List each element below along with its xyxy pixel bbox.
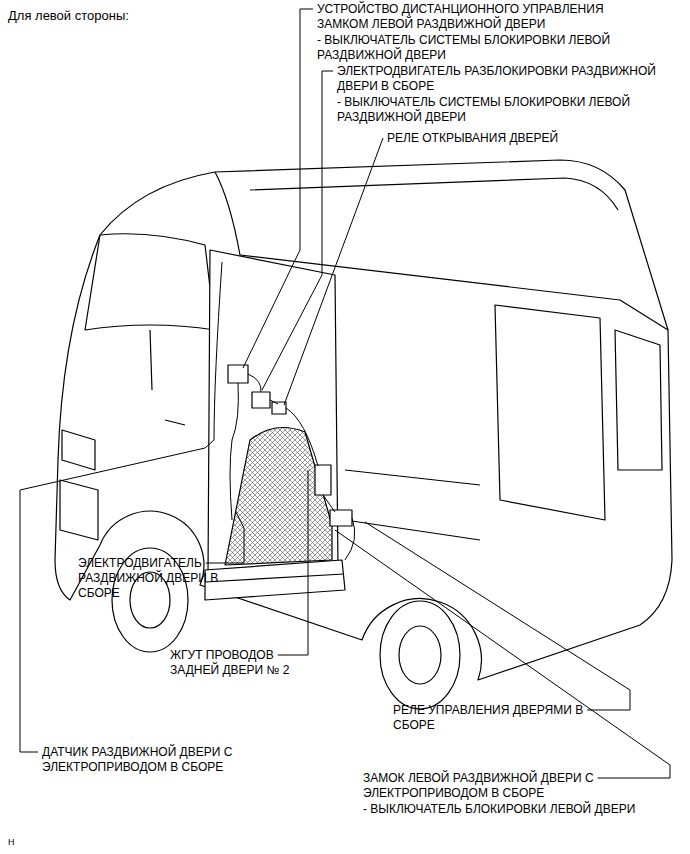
- heading-label: Для левой стороны:: [8, 8, 129, 23]
- leader-line: [206, 512, 244, 563]
- part-label: РЕЛЕ ОТКРЫВАНИЯ ДВЕРЕЙ: [387, 131, 558, 146]
- part-label: УСТРОЙСТВО ДИСТАНЦИОННОГО УПРАВЛЕНИЯ ЗАМ…: [317, 2, 617, 32]
- part-label: ЭЛЕКТРОДВИГАТЕЛЬ РАЗДВИЖНОЙ ДВЕРИ В СБОР…: [78, 556, 248, 601]
- leader-line: [335, 530, 670, 778]
- part-note: - ВЫКЛЮЧАТЕЛЬ БЛОКИРОВКИ ЛЕВОЙ ДВЕРИ: [363, 802, 635, 817]
- leader-line: [284, 138, 383, 405]
- part-label: РЕЛЕ УПРАВЛЕНИЯ ДВЕРЯМИ В СБОРЕ: [393, 703, 618, 733]
- leader-line: [262, 71, 333, 390]
- leader-line: [365, 522, 630, 710]
- part-note: - ВЫКЛЮЧАТЕЛЬ СИСТЕМЫ БЛОКИРОВКИ ЛЕВОЙ Р…: [337, 95, 662, 125]
- leader-line: [243, 9, 313, 368]
- part-label: ЗАМОК ЛЕВОЙ РАЗДВИЖНОЙ ДВЕРИ С ЭЛЕКТРОПР…: [363, 771, 648, 801]
- part-label: ДАТЧИК РАЗДВИЖНОЙ ДВЕРИ С ЭЛЕКТРОПРИВОДО…: [42, 745, 270, 775]
- part-label: ЭЛЕКТРОДВИГАТЕЛЬ РАЗБЛОКИРОВКИ РАЗДВИЖНО…: [337, 64, 682, 94]
- part-label: ЖГУТ ПРОВОДОВ ЗАДНЕЙ ДВЕРИ № 2: [170, 648, 315, 678]
- leader-line: [278, 470, 308, 655]
- part-note: - ВЫКЛЮЧАТЕЛЬ СИСТЕМЫ БЛОКИРОВКИ ЛЕВОЙ Р…: [317, 33, 642, 63]
- figure-code: H: [8, 836, 15, 848]
